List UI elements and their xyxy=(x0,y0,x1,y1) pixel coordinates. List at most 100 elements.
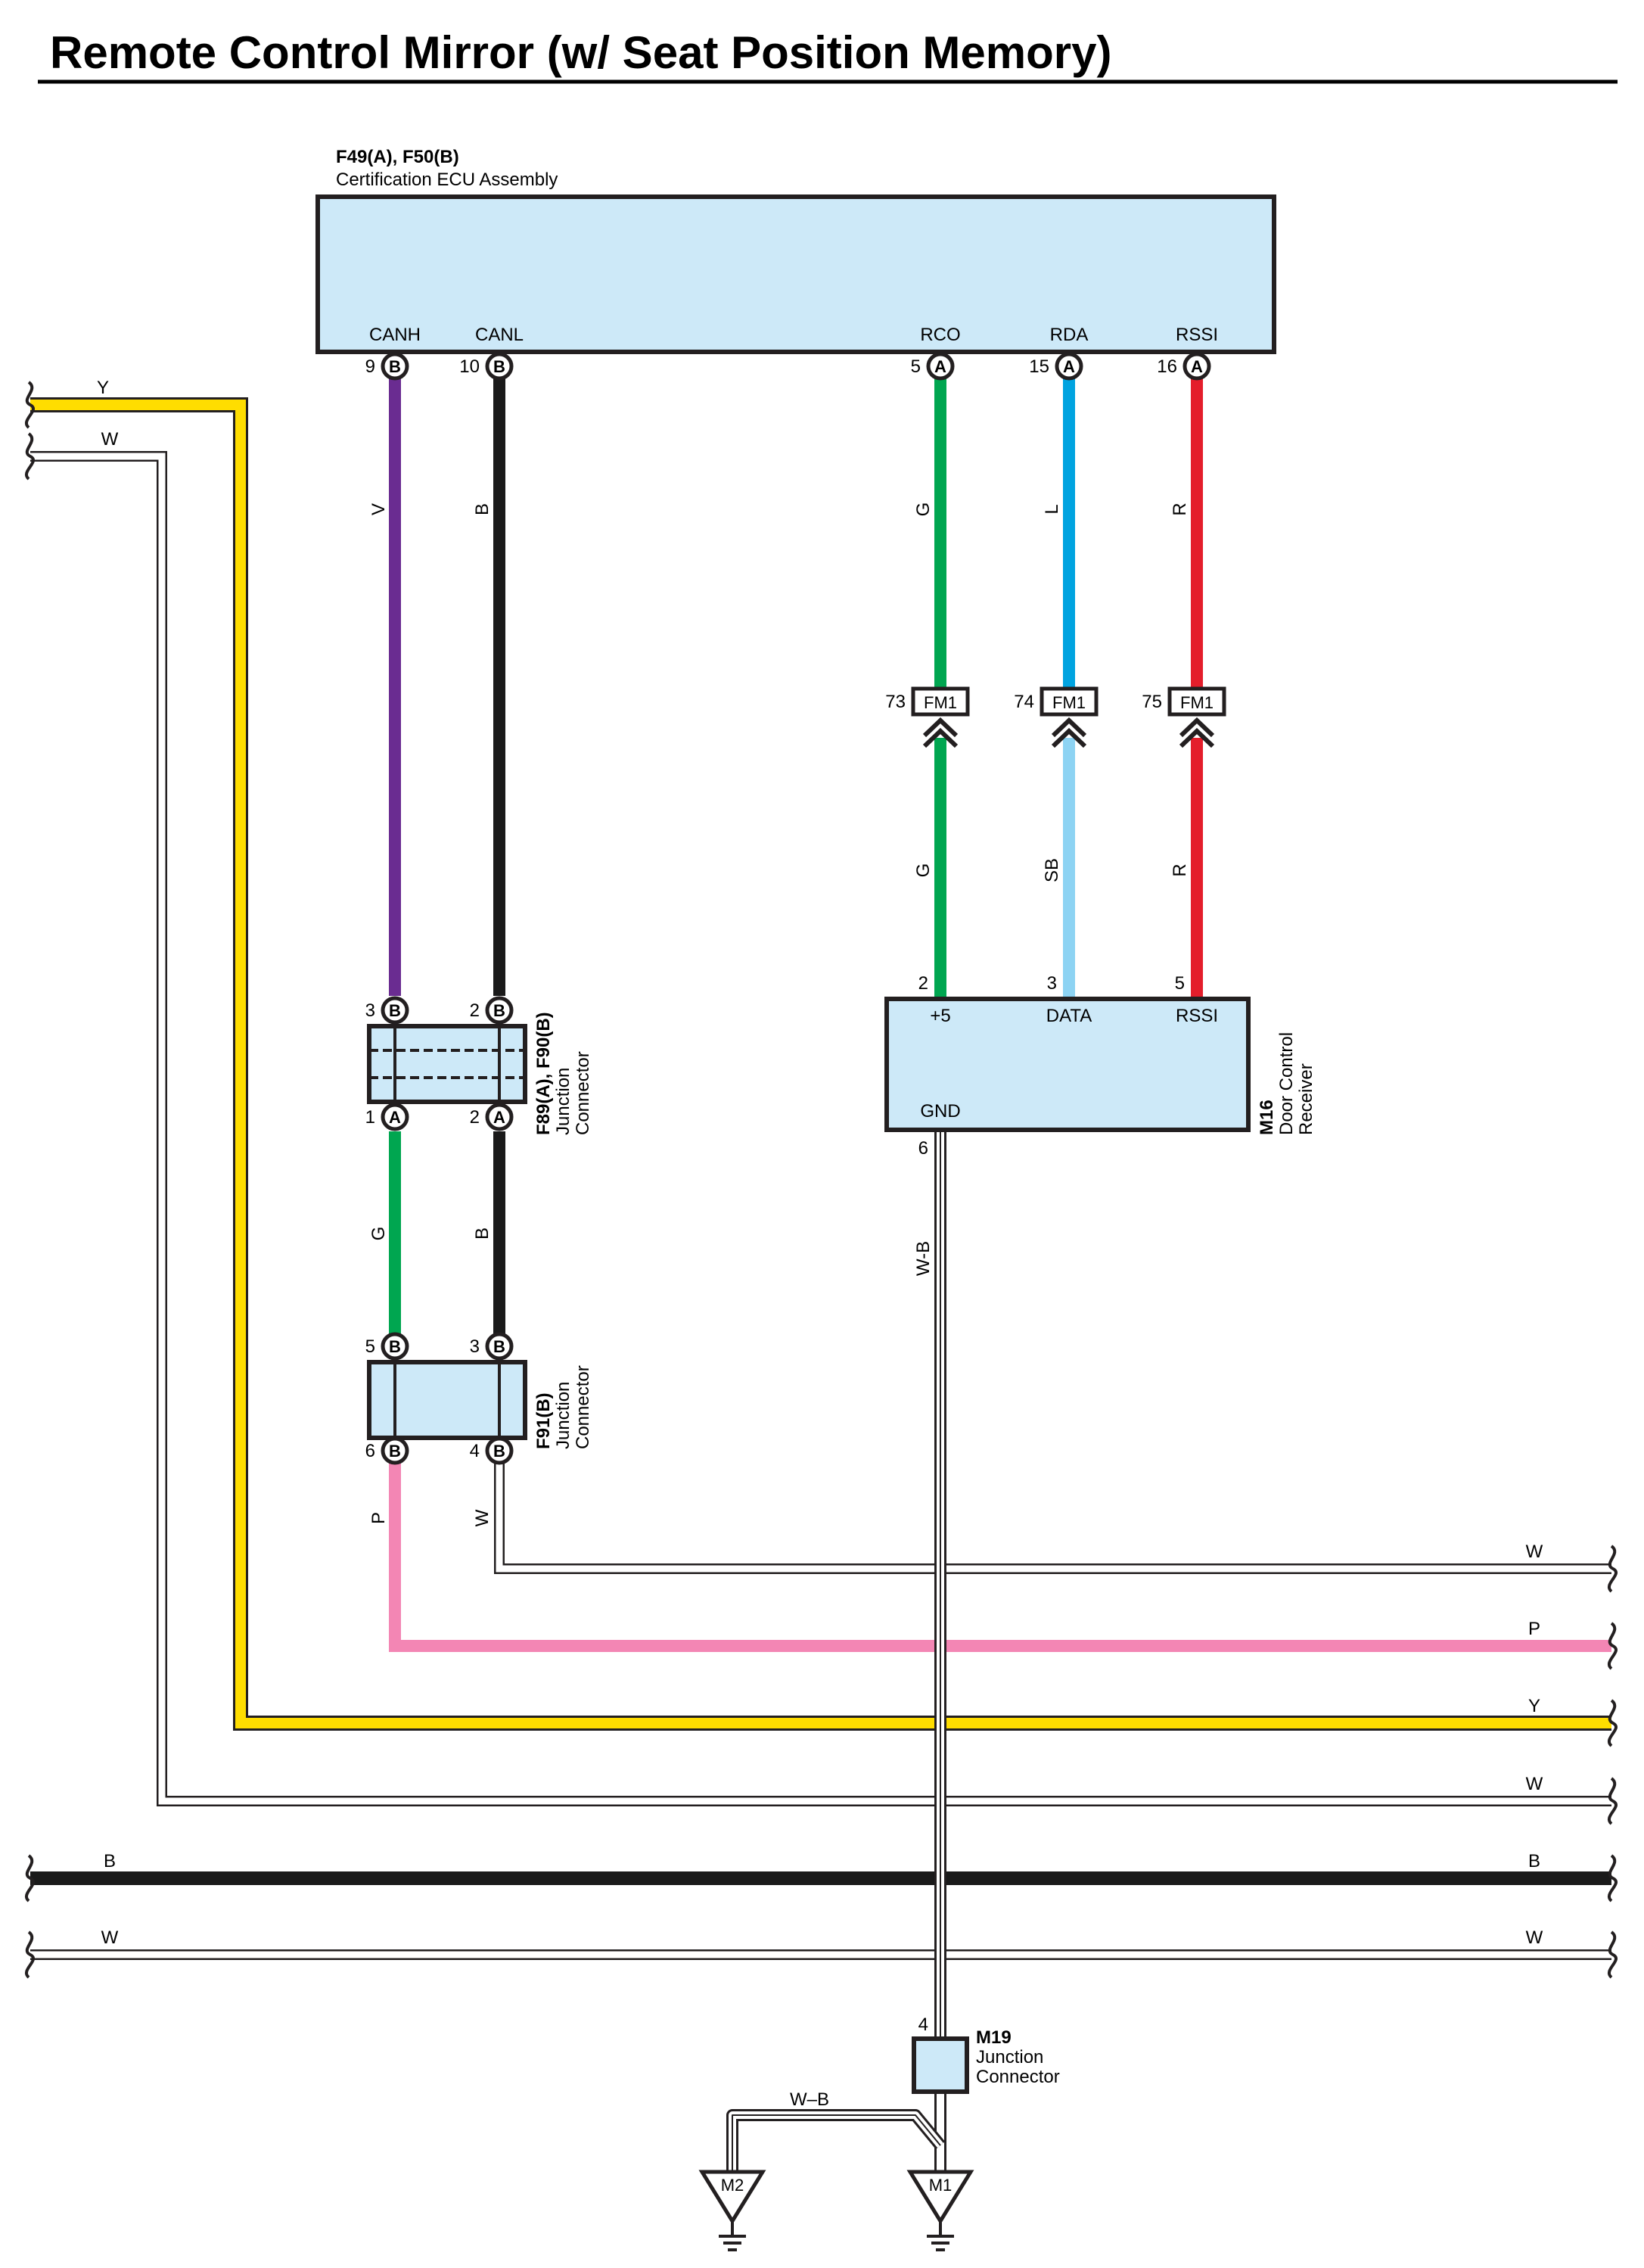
break-right-w3 xyxy=(1608,1930,1618,1979)
f91-caption: F91(B) Junction Connector xyxy=(533,1365,593,1449)
ecu-pin-num-rda: 15 xyxy=(1029,356,1049,377)
f89-pin-num-3: 3 xyxy=(365,1000,375,1021)
f91-pin-conn-5: B xyxy=(389,1337,401,1356)
fm1-connectors: 73 FM1 74 FM1 75 FM1 xyxy=(885,686,1226,748)
ecu-pin-rssi: 16 A xyxy=(1157,352,1211,381)
m19-ground-wire-label: W–B xyxy=(790,2089,829,2110)
f89-name-2: Connector xyxy=(573,1051,593,1135)
fm1-num-73: 73 xyxy=(885,692,906,712)
f91-box xyxy=(367,1360,527,1440)
wire-p-bus xyxy=(389,1461,1611,1652)
fm1-box-75 xyxy=(1167,686,1226,717)
fm1-num-74: 74 xyxy=(1014,692,1034,712)
m16-box xyxy=(884,997,1251,1132)
bus-label-w3-left: W xyxy=(101,1927,119,1948)
wire-label-g-f89: G xyxy=(368,1227,389,1241)
f91-pin-conn-6: B xyxy=(389,1442,401,1461)
fm1-connector-75: 75 FM1 xyxy=(1142,686,1226,748)
ecu-pin-circle-rda xyxy=(1055,352,1083,381)
break-left-w1 xyxy=(25,432,35,481)
f89-pin-circle-3 xyxy=(381,996,409,1025)
bus-label-w3-right: W xyxy=(1526,1927,1543,1948)
m16-pin-label-plus5: +5 xyxy=(930,1006,950,1026)
fm1-box-73 xyxy=(911,686,970,717)
bus-labels: Y W W P Y W B B W W xyxy=(97,378,1543,1948)
break-right-y xyxy=(1608,1699,1618,1747)
f91-pin-num-4: 4 xyxy=(470,1441,480,1461)
m16-pin-num-rssi: 5 xyxy=(1175,973,1185,994)
wire-y-bus-outline xyxy=(30,397,1611,1731)
f91-code: F91(B) xyxy=(533,1392,554,1449)
f91-pin-circle-5 xyxy=(381,1332,409,1361)
bus-label-y-right: Y xyxy=(1528,1696,1540,1716)
bus-label-y-left: Y xyxy=(97,378,109,398)
ecu-pin-label-rco: RCO xyxy=(920,325,960,345)
break-right-b xyxy=(1608,1854,1618,1902)
break-right-w2 xyxy=(1608,1545,1618,1593)
door-control-receiver: 2 3 5 +5 DATA RSSI GND 6 M16 Door Contro… xyxy=(884,973,1316,1159)
f89-pin-conn-1: A xyxy=(389,1108,401,1127)
fm1-label-73: FM1 xyxy=(924,693,957,712)
ground-label-m1: M1 xyxy=(929,2176,953,2195)
ecu-pin-label-canl: CANL xyxy=(475,325,524,345)
ecu-pin-label-canh: CANH xyxy=(369,325,421,345)
m16-name-1: Door Control xyxy=(1276,1032,1297,1135)
ecu-pin-label-rssi: RSSI xyxy=(1176,325,1218,345)
page-title: Remote Control Mirror (w/ Seat Position … xyxy=(50,27,1111,78)
ground-icon-m1 xyxy=(906,2170,974,2225)
ecu-pin-conn-canl: B xyxy=(493,357,505,376)
ecu-pin-conn-canh: B xyxy=(389,357,401,376)
f89-name-1: Junction xyxy=(553,1068,573,1135)
wire-w-bus-1-outline xyxy=(30,451,1611,1806)
f91-pin-circle-6 xyxy=(381,1436,409,1465)
wire-label-v: V xyxy=(368,503,389,515)
wire-label-p: P xyxy=(368,1512,389,1524)
fm1-label-74: FM1 xyxy=(1052,693,1086,712)
wire-label-r-rssi-2: R xyxy=(1170,863,1190,876)
m16-pin-num-plus5: 2 xyxy=(918,973,928,994)
junction-connector-m19: 4 M19 Junction Connector W–B xyxy=(790,2014,1060,2110)
ecu-pin-conn-rda: A xyxy=(1063,357,1075,376)
junction-connector-f91: 5 B 3 B 6 B 4 B F91(B) Junction Connecto… xyxy=(365,1332,593,1465)
ecu-pins: 9 B 10 B 5 A 15 A 16 A xyxy=(365,352,1211,381)
m19-code: M19 xyxy=(976,2027,1012,2048)
ecu-pin-canh: 9 B xyxy=(365,352,409,381)
ground-m2: M2 xyxy=(698,2170,766,2251)
f91-pin-conn-3: B xyxy=(493,1337,505,1356)
wire-y-bus xyxy=(30,400,1611,1728)
m19-box xyxy=(912,2036,969,2094)
fm1-chevron-icon-73 xyxy=(922,717,959,748)
f91-pin-circle-4 xyxy=(485,1436,514,1465)
fm1-chevron-icon-75 xyxy=(1179,717,1215,748)
junction-connector-f89-f90: 3 B 2 B 1 A 2 A F89(A), F90(B) Junction … xyxy=(365,996,593,1135)
f89-pin-conn-2a: A xyxy=(493,1108,505,1127)
f89-code: F89(A), F90(B) xyxy=(533,1012,554,1135)
f89-box xyxy=(367,1024,527,1104)
fm1-label-75: FM1 xyxy=(1180,693,1214,712)
m16-name-2: Receiver xyxy=(1296,1063,1316,1135)
fm1-num-75: 75 xyxy=(1142,692,1162,712)
m19-name-1: Junction xyxy=(976,2047,1043,2067)
break-left-y xyxy=(25,381,35,429)
ground-icon-m2 xyxy=(698,2170,766,2225)
ecu-code: F49(A), F50(B) xyxy=(336,147,459,167)
wire-label-l-rda: L xyxy=(1042,504,1062,514)
f89-pin-conn-2b: B xyxy=(493,1001,505,1020)
ecu-pin-num-canl: 10 xyxy=(459,356,480,377)
wire-label-g-rco: G xyxy=(913,502,934,517)
f89-pin-conn-3: B xyxy=(389,1001,401,1020)
wire-label-b-canl: B xyxy=(472,503,493,515)
wire-wb-m2-tracer xyxy=(732,2114,941,2172)
f89-pin-num-1: 1 xyxy=(365,1107,375,1128)
wire-w-bus-1 xyxy=(30,453,1611,1805)
ecu-pin-num-rssi: 16 xyxy=(1157,356,1177,377)
wire-wb-m2-outline xyxy=(726,2109,946,2172)
bus-label-w2-right: W xyxy=(1526,1542,1543,1562)
fm1-connector-74: 74 FM1 xyxy=(1014,686,1099,748)
ecu-pin-num-canh: 9 xyxy=(365,356,375,377)
wire-wb-m2 xyxy=(729,2111,943,2172)
break-left-b xyxy=(25,1854,35,1902)
m16-pin-label-rssi: RSSI xyxy=(1176,1006,1218,1026)
bus-label-b-left: B xyxy=(104,1851,116,1871)
f91-pin-num-5: 5 xyxy=(365,1336,375,1357)
